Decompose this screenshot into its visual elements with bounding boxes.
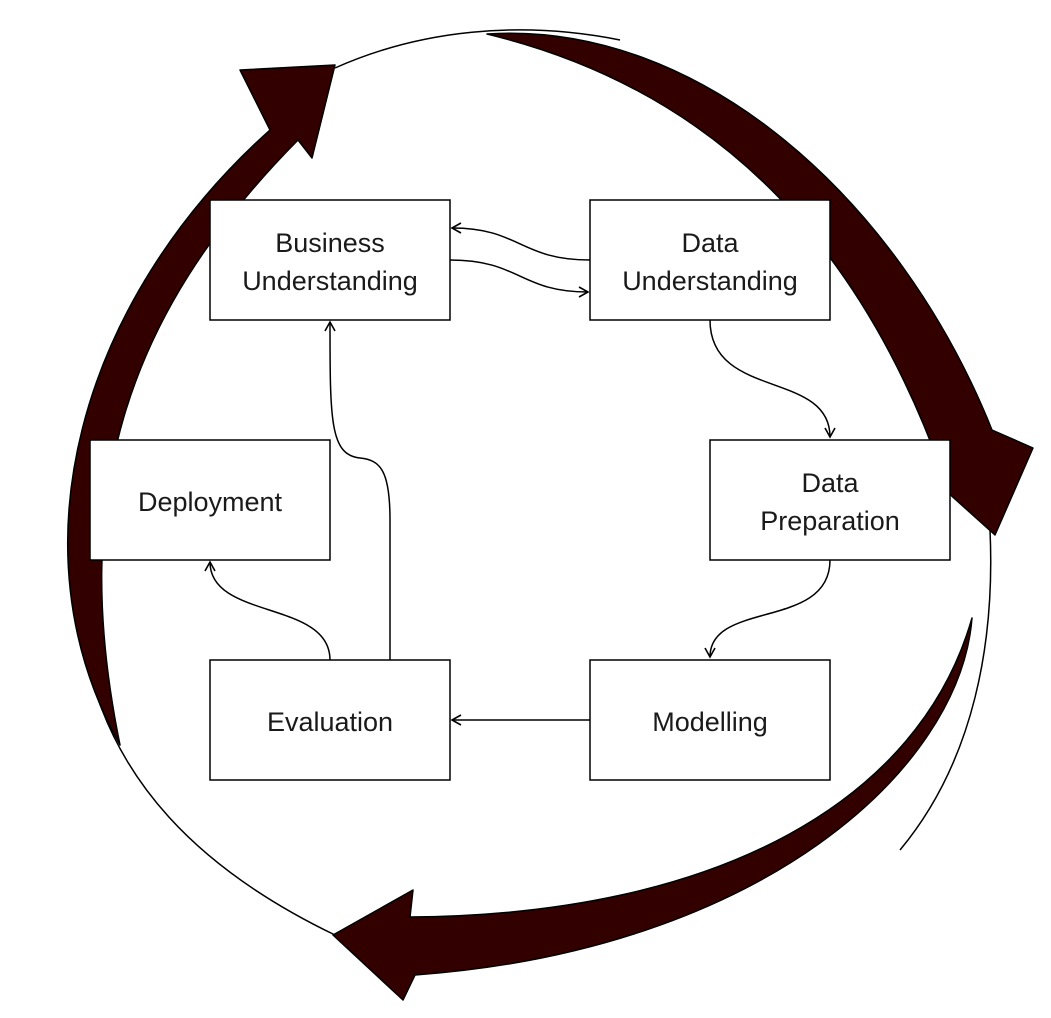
node-modelling: Modelling (589, 659, 831, 781)
node-box (89, 439, 331, 561)
node-label-line2: Preparation (760, 506, 900, 536)
cycle-arrow-right (486, 32, 1034, 536)
cycle-arrow-bottom (332, 617, 973, 1001)
edge-data-understanding-to-preparation (709, 319, 836, 439)
edge-data-understanding-to-business (450, 222, 591, 261)
node-box (209, 659, 451, 781)
node-data-understanding: Data Understanding (589, 199, 831, 321)
node-box (589, 199, 831, 321)
cycle-outline (899, 529, 992, 851)
edge-preparation-to-modelling (704, 559, 831, 659)
node-deployment: Deployment (89, 439, 331, 561)
node-box (709, 439, 951, 561)
cycle-arrow-left (66, 64, 336, 746)
node-evaluation: Evaluation (209, 659, 451, 781)
node-business-understanding: Business Understanding (209, 199, 451, 321)
node-label-line2: Understanding (622, 266, 798, 296)
node-label-line1: Business (275, 228, 385, 258)
cycle-outline (334, 29, 621, 69)
node-label-line2: Understanding (242, 266, 418, 296)
edge-business-to-data-understanding (449, 259, 590, 298)
node-box (589, 659, 831, 781)
node-data-preparation: Data Preparation (709, 439, 951, 561)
node-label: Deployment (138, 487, 283, 517)
node-label-line1: Data (681, 228, 739, 258)
node-label: Modelling (652, 707, 768, 737)
edge-evaluation-to-deployment (204, 560, 331, 661)
edge-evaluation-to-business (324, 320, 391, 660)
node-box (209, 199, 451, 321)
node-label: Evaluation (267, 707, 393, 737)
node-label-line1: Data (801, 468, 859, 498)
